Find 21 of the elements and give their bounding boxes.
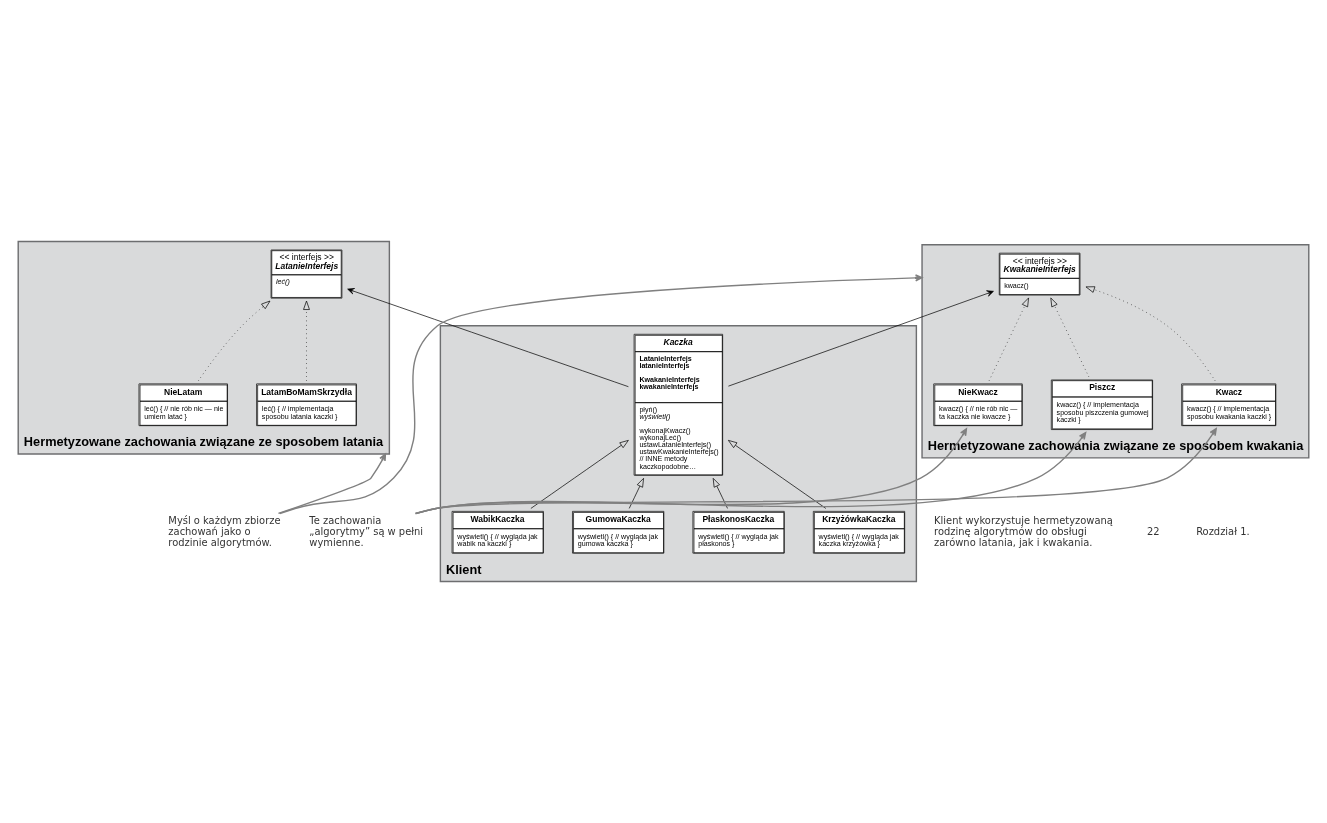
arrow bbox=[303, 300, 310, 382]
arrow bbox=[530, 440, 629, 509]
arrow bbox=[279, 274, 923, 515]
arrow bbox=[277, 453, 387, 515]
arrow bbox=[197, 300, 271, 382]
label: Rozdział 1. bbox=[1196, 525, 1250, 537]
label: Klient wykorzystuje hermetyzowaną rodzinę algorytmów do obsługi zarówno latania, jak i kwakania. bbox=[934, 515, 1113, 548]
arrow bbox=[414, 431, 1087, 515]
arrow bbox=[728, 440, 827, 509]
arrow bbox=[728, 290, 994, 387]
arrow bbox=[1050, 297, 1090, 378]
arrow bbox=[415, 428, 968, 515]
arrow bbox=[1085, 286, 1216, 382]
node-text: Myśl o każdym zbiorze zachowań jako o rodzinie algorytmów. bbox=[168, 515, 281, 548]
arrow bbox=[988, 297, 1029, 382]
label: 22 bbox=[1146, 525, 1160, 537]
arrow bbox=[414, 427, 1217, 515]
arrow bbox=[712, 477, 728, 509]
node-text: Te zachowania „algorytmy” są w pełni wymienne. bbox=[309, 515, 424, 548]
arrow bbox=[628, 477, 644, 509]
arrow bbox=[347, 288, 629, 388]
